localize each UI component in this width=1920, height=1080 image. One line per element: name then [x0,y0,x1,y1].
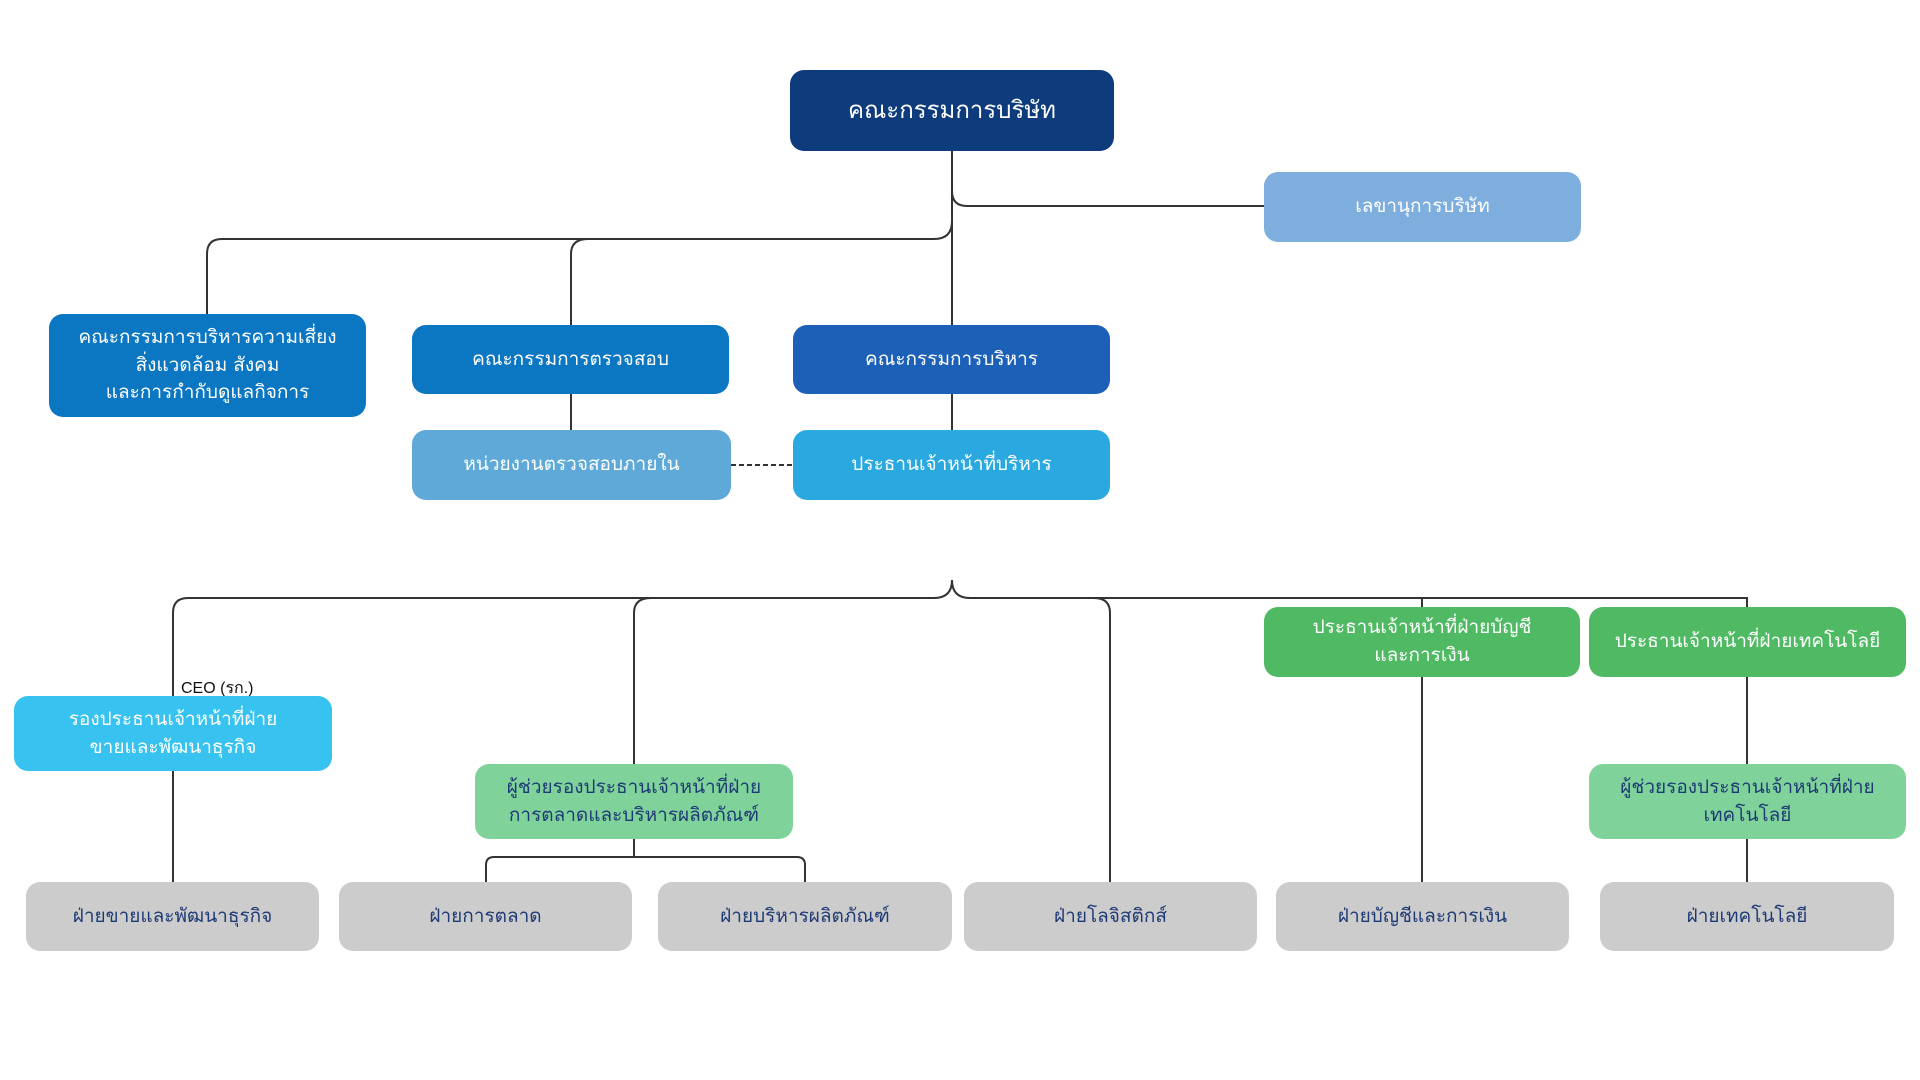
cto-box: ประธานเจ้าหน้าที่ฝ่ายเทคโนโลยี [1589,607,1906,677]
connector-ceo-bus-right [951,579,1748,607]
assistant-technology-box: ผู้ช่วยรองประธานเจ้าหน้าที่ฝ่าย เทคโนโลย… [1589,764,1906,839]
dept-logistics-box: ฝ่ายโลจิสติกส์ [964,882,1257,951]
dept-technology-box: ฝ่ายเทคโนโลยี [1600,882,1894,951]
risk-committee-box: คณะกรรมการบริหารความเสี่ยง สิ่งแวดล้อม ส… [49,314,366,417]
ceo-box: ประธานเจ้าหน้าที่บริหาร [793,430,1110,500]
connector-board-secretary [951,190,1264,207]
executive-committee-box: คณะกรรมการบริหาร [793,325,1110,394]
connector-ceo-marketing [633,597,652,764]
connector-audit-committee [570,238,589,325]
deputy-ceo-tag: CEO (รก.) [181,680,254,697]
deputy-ceo-sales-box: รองประธานเจ้าหน้าที่ฝ่าย ขายและพัฒนาธุรก… [14,696,332,771]
dept-product-management-box: ฝ่ายบริหารผลิตภัณฑ์ [658,882,952,951]
connector-ceo-logistics [1093,597,1111,882]
connector-asst-marketing-depts [485,839,806,882]
internal-audit-box: หน่วยงานตรวจสอบภายใน [412,430,731,500]
dept-marketing-box: ฝ่ายการตลาด [339,882,632,951]
board-of-directors-box: คณะกรรมการบริษัท [790,70,1114,151]
connector-board-committees [206,220,953,314]
audit-committee-box: คณะกรรมการตรวจสอบ [412,325,729,394]
connector-ceo-bus-left [172,579,953,696]
cfo-box: ประธานเจ้าหน้าที่ฝ่ายบัญชี และการเงิน [1264,607,1580,677]
company-secretary-box: เลขานุการบริษัท [1264,172,1581,242]
dept-sales-development-box: ฝ่ายขายและพัฒนาธุรกิจ [26,882,319,951]
assistant-marketing-box: ผู้ช่วยรองประธานเจ้าหน้าที่ฝ่าย การตลาดแ… [475,764,793,839]
dept-accounting-finance-box: ฝ่ายบัญชีและการเงิน [1276,882,1569,951]
